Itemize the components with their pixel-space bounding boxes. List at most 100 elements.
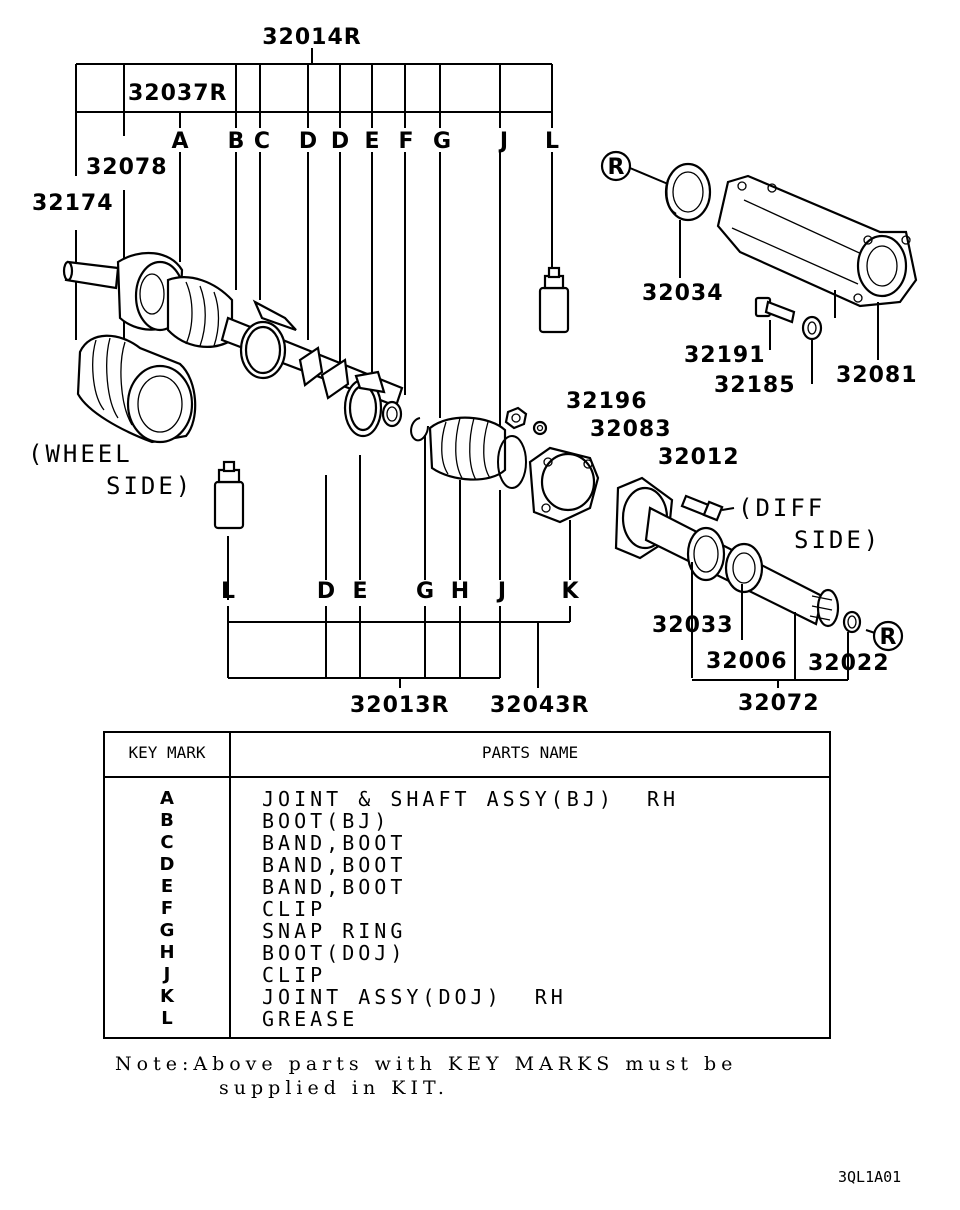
label-32078: 32078 xyxy=(86,155,168,180)
label-32072: 32072 xyxy=(738,691,820,716)
callout-d2: D xyxy=(331,129,349,154)
name-cell: SNAP RING xyxy=(262,919,407,943)
table-row: A JOINT & SHAFT ASSY(BJ) RH xyxy=(105,788,829,810)
key-cell: G xyxy=(159,920,175,941)
label-32022: 32022 xyxy=(808,651,890,676)
label-32037R: 32037R xyxy=(128,81,227,106)
table-row: L GREASE xyxy=(105,1008,829,1030)
washer-32083 xyxy=(532,420,548,436)
note-line-1: Note:Above parts with KEY MARKS must be xyxy=(115,1053,738,1075)
key-cell: J xyxy=(163,964,171,985)
callout-bottom-k: K xyxy=(561,579,579,604)
callout-bottom-h: H xyxy=(451,579,469,604)
label-32043R: 32043R xyxy=(490,693,589,718)
name-cell: GREASE xyxy=(262,1007,359,1031)
table-row: K JOINT ASSY(DOJ) RH xyxy=(105,986,829,1008)
label-32033: 32033 xyxy=(652,613,734,638)
callout-b: B xyxy=(228,129,245,154)
bearing-32034 xyxy=(664,162,712,222)
key-cell: H xyxy=(159,942,175,963)
name-cell: CLIP xyxy=(262,963,327,987)
callout-g: G xyxy=(433,129,451,154)
header-key-mark: KEY MARK xyxy=(128,743,206,762)
callout-j: J xyxy=(498,129,508,154)
table-rows: A JOINT & SHAFT ASSY(BJ) RH B BOOT(BJ) C BA… xyxy=(105,788,829,1030)
wheel-side-boot xyxy=(76,334,197,444)
table-column-divider xyxy=(229,733,231,1037)
label-32081: 32081 xyxy=(836,363,918,388)
name-cell: JOINT ASSY(DOJ) RH xyxy=(262,985,567,1009)
table-row: B BOOT(BJ) xyxy=(105,810,829,832)
name-cell: BOOT(DOJ) xyxy=(262,941,407,965)
table-row: D BAND,BOOT xyxy=(105,854,829,876)
callout-bottom-l: L xyxy=(221,579,235,604)
doj-joint xyxy=(528,446,600,524)
table-row: C BAND,BOOT xyxy=(105,832,829,854)
callout-bottom-g: G xyxy=(416,579,434,604)
key-cell: E xyxy=(160,876,174,897)
key-cell: L xyxy=(161,1008,173,1029)
washer-32185 xyxy=(801,315,823,341)
label-32083: 32083 xyxy=(590,417,672,442)
callout-c: C xyxy=(254,129,270,154)
housing-32081 xyxy=(716,174,918,308)
name-cell: BAND,BOOT xyxy=(262,831,407,855)
clip-j xyxy=(497,435,527,489)
note-line-2: supplied in KIT. xyxy=(219,1077,449,1099)
name-cell: CLIP xyxy=(262,897,327,921)
top-bracket xyxy=(75,48,553,176)
callout-l: L xyxy=(545,129,559,154)
key-cell: C xyxy=(160,832,174,853)
wheel-side-label-2: SIDE) xyxy=(106,472,193,500)
callout-bottom-j: J xyxy=(496,579,506,604)
callout-e: E xyxy=(364,129,379,154)
r-mark-lower: R xyxy=(872,620,904,652)
callout-bottom-d: D xyxy=(317,579,335,604)
diff-side-label-2: SIDE) xyxy=(794,526,881,554)
header-parts-name: PARTS NAME xyxy=(481,743,579,762)
key-cell: A xyxy=(160,788,174,809)
callout-f: F xyxy=(398,129,413,154)
label-32191: 32191 xyxy=(684,343,766,368)
r-mark-upper: R xyxy=(600,150,632,182)
name-cell: BAND,BOOT xyxy=(262,875,407,899)
bottom-bracket xyxy=(227,435,571,688)
callout-a: A xyxy=(171,129,188,154)
label-32034: 32034 xyxy=(642,281,724,306)
grease-tube-upper xyxy=(538,266,570,334)
key-cell: F xyxy=(160,898,174,919)
grease-tube-lower xyxy=(213,460,245,530)
label-32196: 32196 xyxy=(566,389,648,414)
key-cell: K xyxy=(160,986,174,1007)
label-32012: 32012 xyxy=(658,445,740,470)
label-32174: 32174 xyxy=(32,191,114,216)
nut-32196 xyxy=(504,406,528,430)
label-32006: 32006 xyxy=(706,649,788,674)
label-32013R: 32013R xyxy=(350,693,449,718)
diff-side-label-1: (DIFF xyxy=(738,494,825,522)
name-cell: BOOT(BJ) xyxy=(262,809,391,833)
table-header xyxy=(105,733,829,778)
doj-boot xyxy=(428,416,507,481)
key-cell: D xyxy=(159,854,175,875)
name-cell: BAND,BOOT xyxy=(262,853,407,877)
name-cell: JOINT & SHAFT ASSY(BJ) RH xyxy=(262,787,680,811)
r-mark-upper-label: R xyxy=(608,155,625,180)
wheel-side-shaft xyxy=(62,251,429,442)
callout-bottom-e: E xyxy=(352,579,367,604)
table-row: J CLIP xyxy=(105,964,829,986)
r-mark-lower-label: R xyxy=(880,625,897,650)
diagram-code: 3QL1A01 xyxy=(838,1168,902,1186)
table-row: G SNAP RING xyxy=(105,920,829,942)
label-32185: 32185 xyxy=(714,373,796,398)
bolt-32191 xyxy=(754,296,796,324)
label-32014R: 32014R xyxy=(262,25,361,50)
wheel-side-label-1: (WHEEL xyxy=(28,440,133,468)
diff-side-shaft xyxy=(614,476,862,634)
table-row: H BOOT(DOJ) xyxy=(105,942,829,964)
key-cell: B xyxy=(160,810,174,831)
top-leaders xyxy=(75,152,553,455)
key-mark-table: KEY MARK PARTS NAME A JOINT & SHAFT ASSY(… xyxy=(103,731,831,1039)
